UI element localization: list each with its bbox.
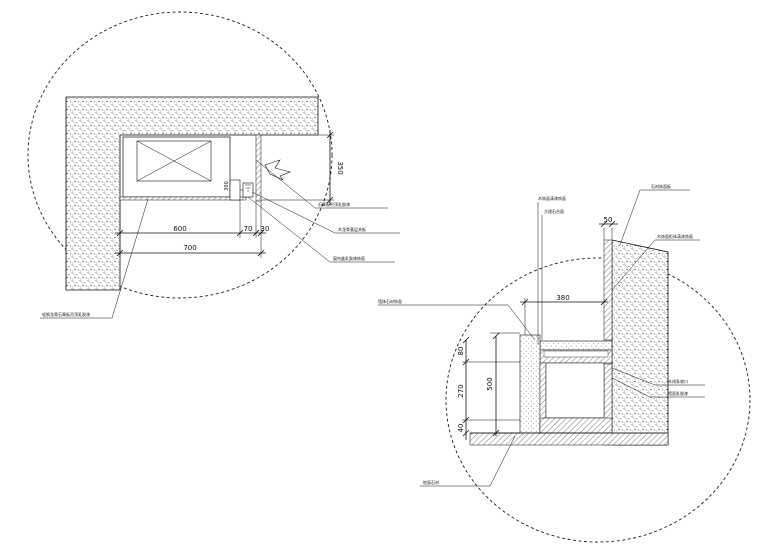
detail-b-concrete-wall <box>611 239 669 446</box>
detail-b-boundary-circle <box>445 257 751 543</box>
detail-a-note-4: 轻钢龙骨石膏板吊顶乳胶漆 <box>42 311 90 317</box>
detail-b-note-3: 石材饰面板 <box>651 183 671 189</box>
dim-700: 700 <box>183 244 196 252</box>
detail-b-floor <box>469 432 669 446</box>
detail-b-note-4: 木饰面柜体清漆饰面 <box>657 233 693 239</box>
detail-b-note-2: 大理石台面 <box>544 208 564 214</box>
detail-a-concrete-wall <box>65 96 319 291</box>
detail-a-window-symbol <box>264 159 291 181</box>
detail-a-boundary-circle <box>27 11 333 299</box>
dim-30: 30 <box>261 225 270 233</box>
dim-270: 270 <box>457 384 465 397</box>
dim-380: 380 <box>556 294 569 302</box>
dim-40: 40 <box>457 424 465 433</box>
detail-a-note-2: 木龙骨基层夹板 <box>338 226 366 232</box>
detail-b-note-8: 地面石材 <box>423 479 439 485</box>
detail-b-note-6: 木线条收口 <box>668 378 688 384</box>
detail-b-cabinet-front <box>519 334 541 434</box>
detail-b-note-5: 墙体石材饰面 <box>378 298 402 304</box>
dim-80: 80 <box>457 347 465 356</box>
detail-a-note-1: 石膏板吊顶乳胶漆 <box>318 201 350 207</box>
dim-300: 300 <box>224 181 230 191</box>
dim-600: 600 <box>173 225 186 233</box>
detail-a-ceiling-board <box>119 196 247 201</box>
detail-b-wall-finish <box>603 239 613 341</box>
dim-70: 70 <box>244 225 253 233</box>
detail-b-marble-top <box>539 340 613 351</box>
detail-b-note-1: 木饰面清漆饰面 <box>538 195 566 201</box>
detail-a-note-3: 窗帘盒乳胶漆饰面 <box>333 255 365 261</box>
dim-350: 350 <box>336 161 344 174</box>
detail-a-ceiling-curtain-box: 350 300 600 70 30 700 石膏板吊顶乳胶漆 木龙骨基层夹板 窗… <box>27 11 400 319</box>
detail-b-note-7: 墙面乳胶漆 <box>668 390 688 396</box>
detail-b-cabinet-base <box>539 417 613 434</box>
detail-a-curtain-box-wall <box>255 134 262 202</box>
detail-b-window-sill-cabinet: 80 270 40 500 380 50 木饰面清漆饰面 大理石台面 石材饰面板… <box>378 183 751 543</box>
dim-500: 500 <box>486 377 494 390</box>
dim-50: 50 <box>604 216 613 224</box>
